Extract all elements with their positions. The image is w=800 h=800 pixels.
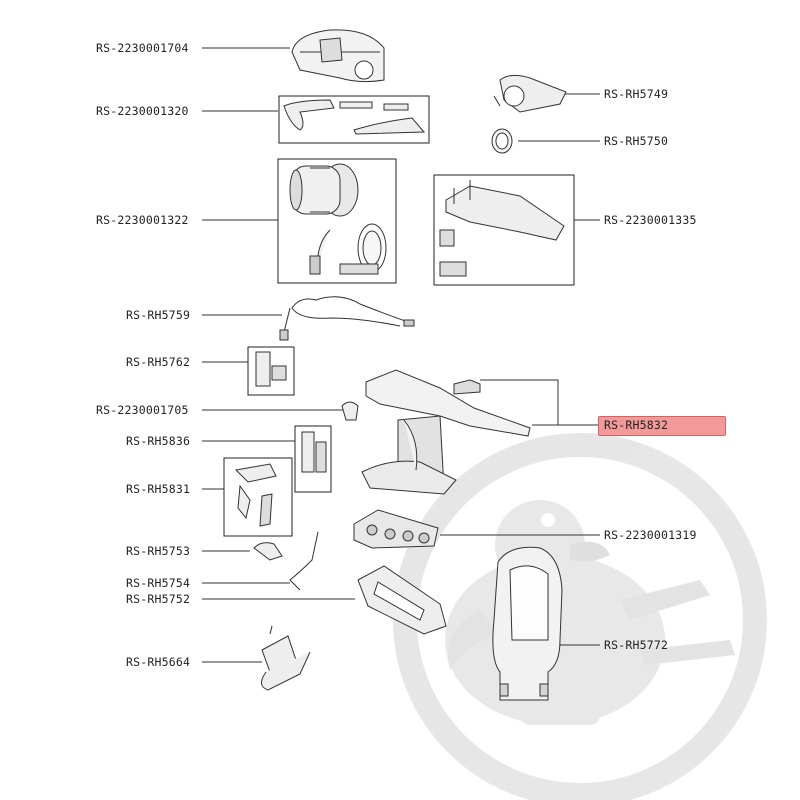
part-clip	[341, 401, 359, 421]
part-label[interactable]: RS-RH5759	[126, 308, 191, 322]
part-chassis	[439, 180, 565, 277]
part-stand	[492, 546, 563, 701]
part-label[interactable]: RS-2230001704	[96, 41, 189, 55]
leader-lines-right	[440, 93, 600, 646]
part-label[interactable]: RS-2230001335	[604, 213, 697, 227]
part-label[interactable]: RS-2230001322	[96, 213, 189, 227]
part-label[interactable]: RS-RH5762	[126, 355, 191, 369]
part-spring-wire	[289, 531, 319, 591]
part-top-cover	[291, 29, 385, 83]
part-switch	[255, 351, 287, 387]
part-wiring	[279, 296, 415, 341]
part-charger	[261, 625, 311, 691]
part-latch	[253, 542, 283, 561]
part-grip	[234, 463, 277, 527]
part-frames	[223, 95, 575, 537]
part-bracket	[301, 431, 327, 473]
part-label[interactable]: RS-RH5772	[604, 638, 669, 652]
part-handle-body	[361, 369, 531, 495]
part-label[interactable]: RS-2230001705	[96, 403, 189, 417]
part-motor	[289, 163, 387, 275]
part-label[interactable]: RS-RH5752	[126, 592, 191, 606]
part-ring	[491, 128, 513, 154]
part-base-plate	[357, 565, 447, 635]
part-upper-housing	[493, 74, 567, 113]
part-label[interactable]: RS-2230001319	[604, 528, 697, 542]
part-label[interactable]: RS-RH5750	[604, 134, 669, 148]
selected-part-highlight	[598, 416, 726, 436]
part-label-selected[interactable]: RS-RH5832	[604, 418, 669, 432]
part-label[interactable]: RS-RH5831	[126, 482, 191, 496]
part-battery-pack	[353, 509, 439, 549]
part-label[interactable]: RS-RH5836	[126, 434, 191, 448]
part-label[interactable]: RS-2230001320	[96, 104, 189, 118]
leader-lines-left	[202, 47, 355, 663]
part-trims	[283, 99, 426, 135]
part-label[interactable]: RS-RH5754	[126, 576, 191, 590]
part-label[interactable]: RS-RH5749	[604, 87, 669, 101]
part-label[interactable]: RS-RH5664	[126, 655, 191, 669]
part-label[interactable]: RS-RH5753	[126, 544, 191, 558]
